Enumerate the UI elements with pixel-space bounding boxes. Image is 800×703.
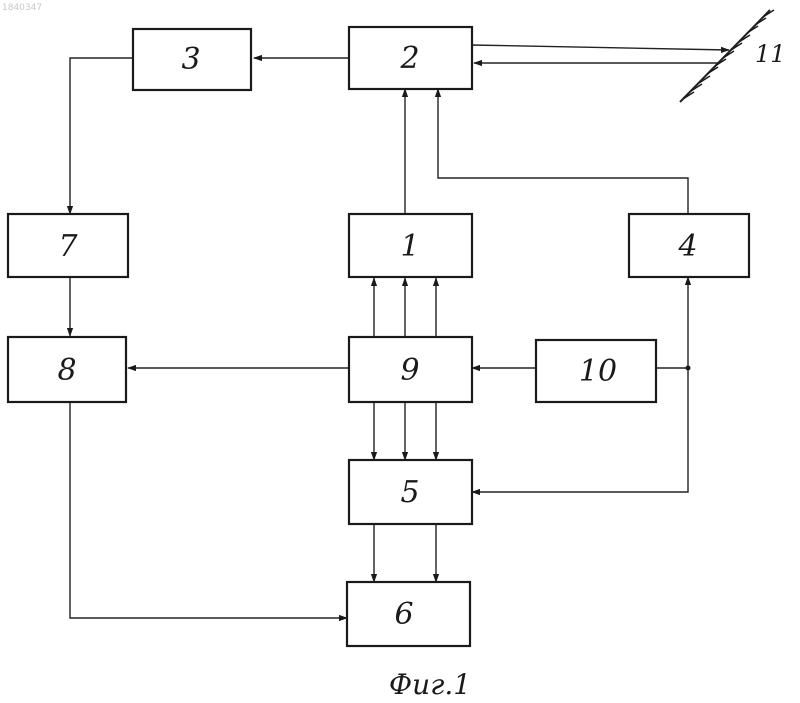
block-4-label: 4 xyxy=(677,229,697,264)
figure-caption: Фиг.1 xyxy=(389,668,471,701)
connector-2-to-target xyxy=(471,45,729,50)
block-1-label: 1 xyxy=(400,229,419,264)
block-7: 7 xyxy=(8,214,128,277)
block-4: 4 xyxy=(629,214,749,277)
block-3-label: 3 xyxy=(181,42,200,77)
connector-3-to-7 xyxy=(70,58,133,214)
block-2-label: 2 xyxy=(399,41,419,76)
block-9-label: 9 xyxy=(400,353,419,388)
block-5: 5 xyxy=(349,460,472,524)
block-8: 8 xyxy=(8,337,126,402)
junction-dot xyxy=(686,366,691,371)
connector-10-to-4 xyxy=(656,277,688,368)
block-10: 10 xyxy=(536,340,656,402)
block-5-label: 5 xyxy=(400,475,419,510)
block-10-label: 10 xyxy=(579,354,617,389)
block-3: 3 xyxy=(133,29,251,90)
document-number: 1840347 xyxy=(2,3,42,13)
block-8-label: 8 xyxy=(57,353,76,388)
block-6: 6 xyxy=(347,582,470,646)
block-9: 9 xyxy=(349,337,472,402)
connector-4-to-2 xyxy=(438,89,688,214)
connector-8-to-6 xyxy=(70,402,347,618)
block-6-label: 6 xyxy=(394,597,413,632)
target-label: 11 xyxy=(755,40,786,68)
block-7-label: 7 xyxy=(58,229,78,264)
block-1: 1 xyxy=(349,214,472,277)
block-2: 2 xyxy=(349,27,472,89)
